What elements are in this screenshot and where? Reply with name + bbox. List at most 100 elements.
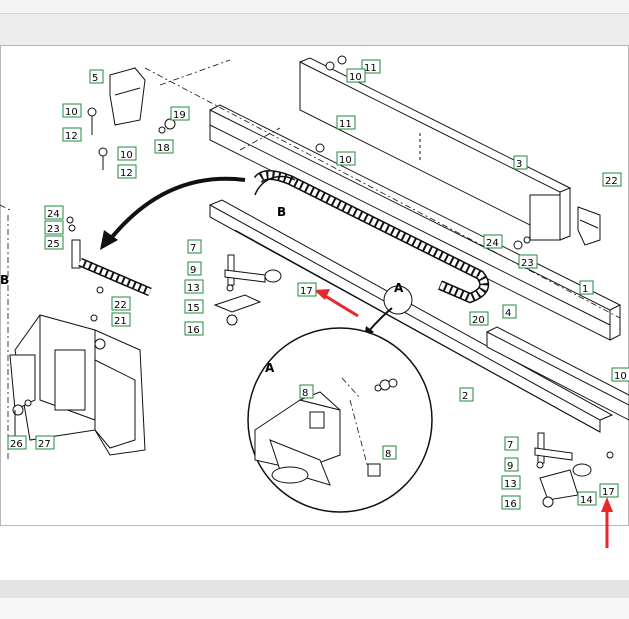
svg-text:4: 4 <box>505 308 511 319</box>
svg-text:2: 2 <box>462 391 468 402</box>
svg-text:7: 7 <box>190 243 196 254</box>
callout-label: 18 <box>154 139 174 154</box>
callout-label: 7 <box>504 436 519 451</box>
callout-label: 25 <box>44 235 64 250</box>
callout-label: 10 <box>62 103 82 118</box>
svg-text:9: 9 <box>190 265 196 276</box>
callout-label: 21 <box>111 312 131 327</box>
svg-text:19: 19 <box>173 110 186 121</box>
svg-text:10: 10 <box>349 72 362 83</box>
svg-text:11: 11 <box>339 119 352 130</box>
callout-label: 16 <box>184 321 204 336</box>
callout-label: 16 <box>501 495 521 510</box>
svg-text:27: 27 <box>38 439 51 450</box>
svg-text:17: 17 <box>602 487 615 498</box>
detail-b-label: B <box>277 205 286 219</box>
callout-label: 7 <box>187 239 202 254</box>
callout-label: 8 <box>299 384 314 399</box>
svg-text:1: 1 <box>582 284 588 295</box>
callout-label: 17 <box>599 483 619 498</box>
callout-label: 5 <box>89 69 104 84</box>
svg-text:8: 8 <box>302 388 308 399</box>
svg-text:22: 22 <box>605 176 618 187</box>
callout-label: 27 <box>35 435 55 450</box>
spring-assembly-right <box>534 432 614 508</box>
svg-text:23: 23 <box>521 258 534 269</box>
callout-label: 10 <box>611 367 629 382</box>
svg-text:16: 16 <box>504 499 517 510</box>
callout-label: 24 <box>44 205 64 220</box>
svg-text:9: 9 <box>507 461 513 472</box>
detail-a-view <box>247 327 433 513</box>
callout-label: 14 <box>577 491 597 506</box>
callout-label: 12 <box>117 164 137 179</box>
svg-text:24: 24 <box>47 209 60 220</box>
callout-label: 12 <box>62 127 82 142</box>
callout-label: 22 <box>111 296 131 311</box>
svg-text:23: 23 <box>47 224 60 235</box>
svg-text:16: 16 <box>187 325 200 336</box>
detail-a-label: A <box>394 281 404 295</box>
svg-text:24: 24 <box>486 238 499 249</box>
svg-text:7: 7 <box>507 440 513 451</box>
callout-label: 10 <box>336 151 356 166</box>
callout-label: 20 <box>469 311 489 326</box>
fasteners <box>66 55 531 250</box>
callout-label: 10 <box>117 146 137 161</box>
callout-label: 9 <box>187 261 202 276</box>
callout-label: 1 <box>579 280 594 295</box>
callout-label: 10 <box>346 68 366 83</box>
svg-text:5: 5 <box>92 73 98 84</box>
callout-label: 26 <box>7 435 27 450</box>
left-chain-assembly <box>71 239 152 322</box>
svg-text:10: 10 <box>339 155 352 166</box>
detail-a-title: A <box>265 361 275 375</box>
red-arrow-2 <box>601 497 613 548</box>
base-rail <box>209 199 614 433</box>
callout-label: 15 <box>184 299 204 314</box>
svg-text:17: 17 <box>300 286 313 297</box>
callout-label: 19 <box>170 106 190 121</box>
viewer-footer-band <box>0 580 629 598</box>
callout-label: 9 <box>504 457 519 472</box>
viewer-footer-strip <box>0 598 629 619</box>
top-strip <box>0 0 629 13</box>
cable-chain <box>253 170 490 304</box>
callout-label: 11 <box>336 115 356 130</box>
svg-text:8: 8 <box>385 449 391 460</box>
callout-label: 8 <box>382 445 397 460</box>
short-rail <box>486 326 629 421</box>
svg-text:12: 12 <box>120 168 133 179</box>
callout-label: 17 <box>297 282 317 297</box>
svg-text:11: 11 <box>364 63 377 74</box>
callout-label: 22 <box>602 172 622 187</box>
callout-label: 24 <box>483 234 503 249</box>
svg-text:20: 20 <box>472 315 485 326</box>
svg-text:10: 10 <box>120 150 133 161</box>
detail-b-label-left: B <box>0 273 9 287</box>
callout-label: 3 <box>513 155 528 170</box>
svg-text:26: 26 <box>10 439 23 450</box>
top-bracket <box>109 67 146 126</box>
svg-text:10: 10 <box>614 371 627 382</box>
svg-text:13: 13 <box>187 283 200 294</box>
back-panel <box>299 57 572 241</box>
svg-text:3: 3 <box>516 159 522 170</box>
svg-text:22: 22 <box>114 300 127 311</box>
spring-assembly-left <box>213 254 282 326</box>
svg-text:18: 18 <box>157 143 170 154</box>
svg-text:10: 10 <box>65 107 78 118</box>
callout-label: 11 <box>361 59 381 74</box>
svg-text:15: 15 <box>187 303 200 314</box>
callout-label: 13 <box>501 475 521 490</box>
callout-label: 23 <box>44 220 64 235</box>
callout-label: 4 <box>502 304 517 319</box>
svg-text:12: 12 <box>65 131 78 142</box>
red-arrow-1 <box>314 289 359 318</box>
callout-label: 2 <box>459 387 474 402</box>
svg-text:14: 14 <box>580 495 593 506</box>
svg-text:21: 21 <box>114 316 127 327</box>
svg-text:13: 13 <box>504 479 517 490</box>
callout-label: 23 <box>518 254 538 269</box>
